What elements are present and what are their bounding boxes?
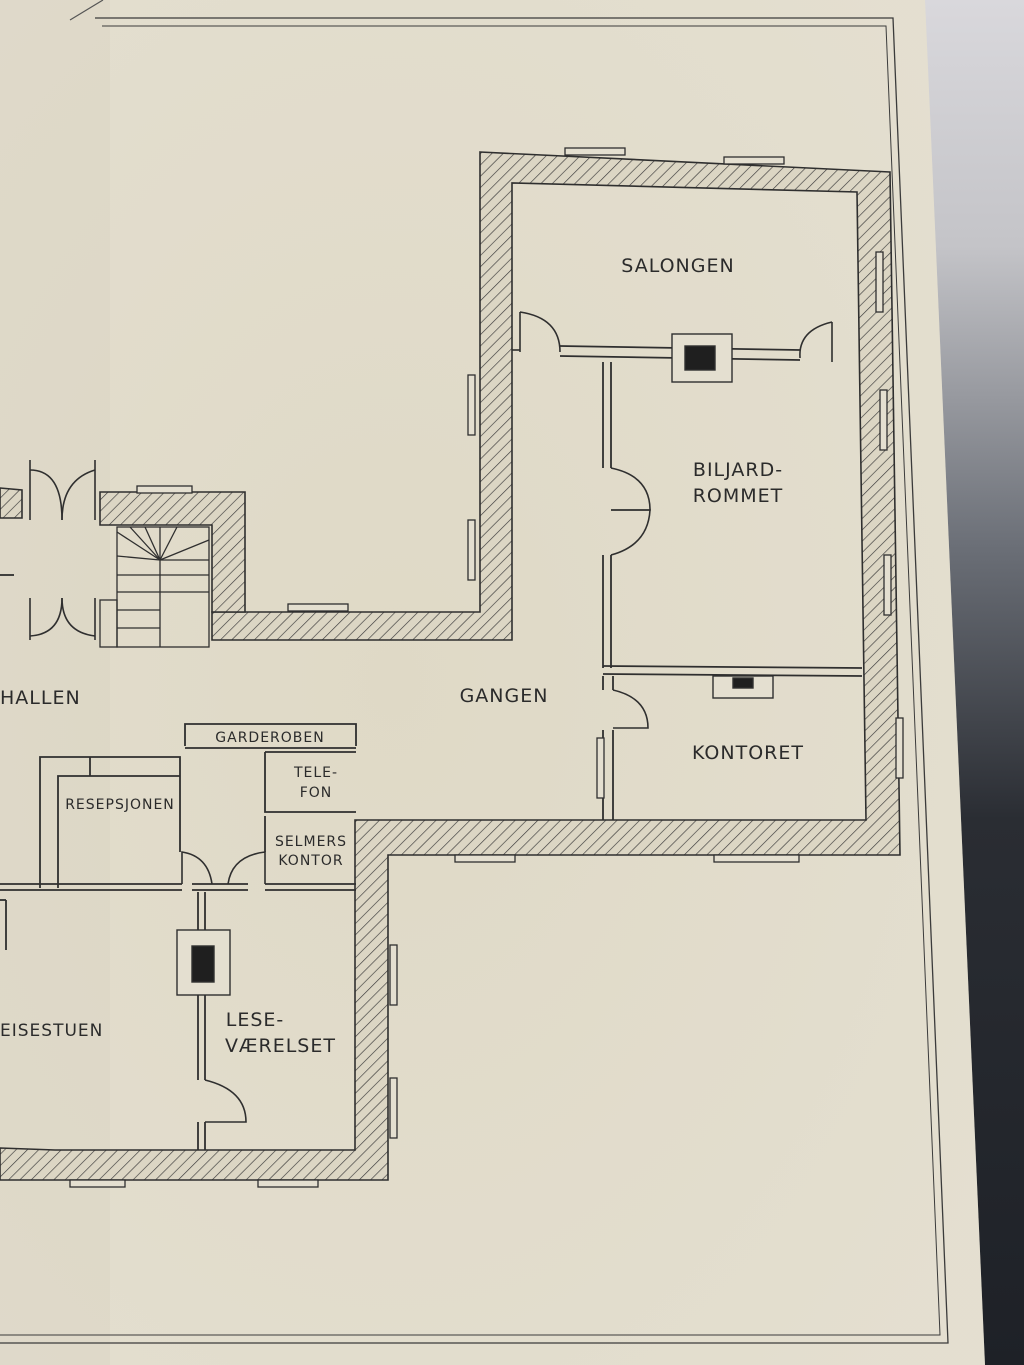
room-label-salongen: SALONGEN xyxy=(621,255,735,277)
partitions xyxy=(0,345,863,1150)
room-label-lesevaerelset-line2: VÆRELSET xyxy=(225,1035,336,1057)
room-label-kontoret: KONTORET xyxy=(692,742,804,764)
fireplaces xyxy=(176,333,774,996)
room-label-biljardrommet-line1: BILJARD- xyxy=(692,459,784,481)
room-label-resepsjonen: RESEPSJONEN xyxy=(65,797,175,813)
doors xyxy=(29,311,833,1123)
room-label-lesevaerelset-line1: LESE- xyxy=(225,1009,285,1031)
windows xyxy=(69,147,904,1188)
room-label-garderoben: GARDEROBEN xyxy=(215,730,325,746)
page-border xyxy=(0,17,949,1344)
room-label-gangen: GANGEN xyxy=(459,685,549,707)
room-label-selmers-kontor-line2: KONTOR xyxy=(278,853,344,869)
room-label-hallen: HALLEN xyxy=(0,687,81,709)
room-label-reisestuen: EISESTUEN xyxy=(0,1021,104,1041)
room-label-telefon-line2: FON xyxy=(299,785,333,801)
room-label-selmers-kontor-line1: SELMERS xyxy=(274,834,348,850)
room-label-telefon-line1: TELE- xyxy=(293,765,339,781)
staircase xyxy=(99,526,210,648)
room-label-biljardrommet-line2: ROMMET xyxy=(692,485,784,507)
